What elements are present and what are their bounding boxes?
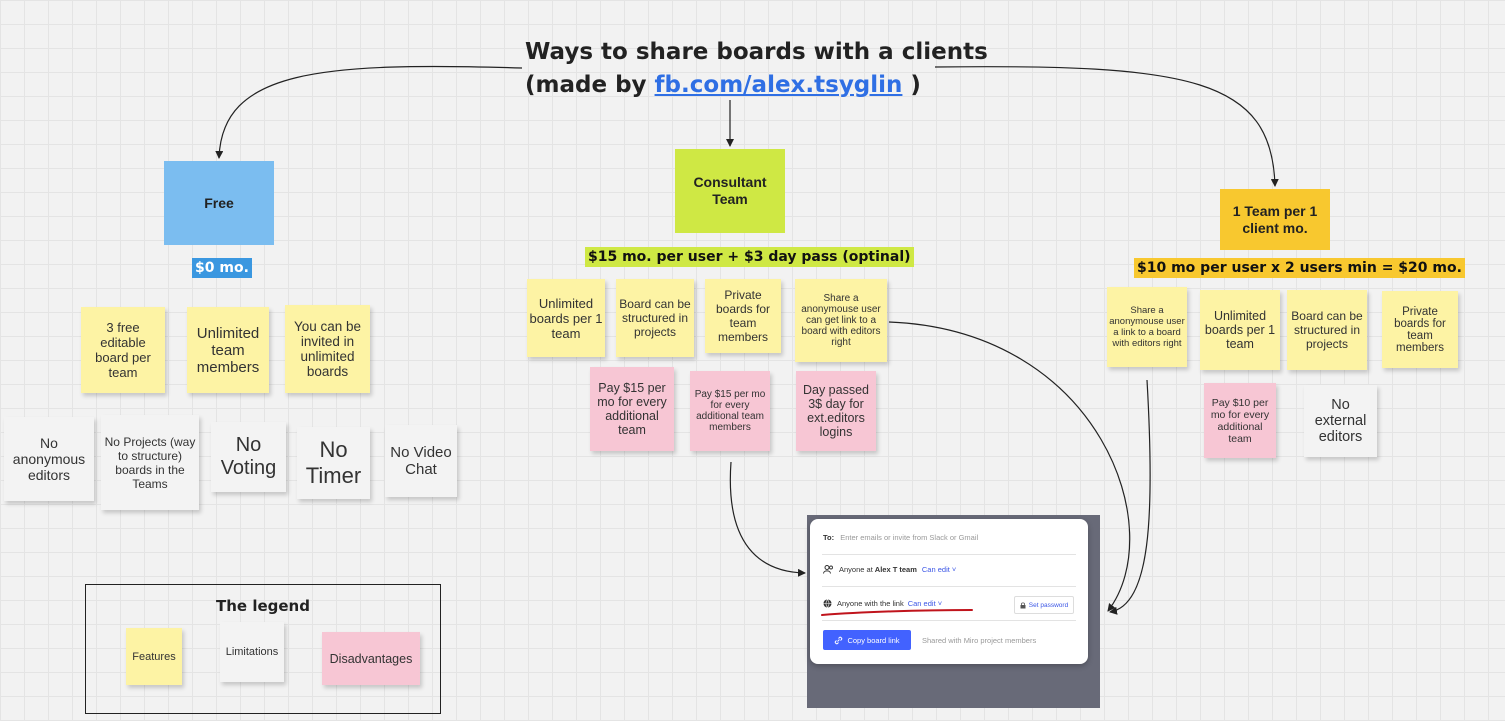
plan-free-box[interactable]: Free (164, 161, 274, 245)
copy-board-link-label: Copy board link (847, 635, 900, 645)
team-feature-sticky[interactable]: Share a anonymouse user a link to a boar… (1107, 287, 1187, 367)
lock-icon (1020, 601, 1026, 608)
copy-board-link-button[interactable]: Copy board link (823, 630, 911, 650)
legend-title: The legend (216, 597, 310, 615)
consultant-disadvantage-sticky[interactable]: Pay $15 per mo for every additional team… (690, 371, 770, 451)
chevron-down-icon: ˅ (937, 599, 943, 608)
title-prefix: (made by (525, 72, 655, 98)
free-limitation-sticky[interactable]: No Projects (way to structure) boards in… (101, 415, 199, 510)
arrow-to-free (215, 65, 523, 159)
team-name: Alex T team (874, 565, 917, 574)
set-password-button[interactable]: Set password (1014, 596, 1074, 614)
title-line-2: (made by fb.com/alex.tsyglin ) (525, 69, 1045, 102)
team-permission-select[interactable]: Can edit ˅ (922, 565, 956, 574)
consultant-feature-sticky[interactable]: Board can be structured in projects (616, 279, 694, 357)
free-limitation-sticky[interactable]: No Video Chat (385, 425, 457, 497)
set-password-label: Set password (1028, 601, 1069, 609)
red-underline-annotation (821, 609, 973, 616)
plan-team-box[interactable]: 1 Team per 1 client mo. (1220, 189, 1330, 250)
legend-disadvantages-sticky: Disadvantages (322, 632, 420, 685)
team-feature-sticky[interactable]: Unlimited boards per 1 team (1200, 290, 1280, 370)
plan-free-name: Free (204, 194, 234, 211)
consultant-feature-sticky[interactable]: Share a anonymouse user can get link to … (795, 279, 887, 362)
free-limitation-sticky[interactable]: No Voting (211, 422, 286, 492)
link-permission-label: Can edit (907, 599, 936, 608)
legend-limitations-sticky: Limitations (220, 622, 284, 682)
chevron-down-icon: ˅ (951, 565, 957, 574)
team-feature-sticky[interactable]: Private boards for team members (1382, 291, 1458, 368)
team-access-row: Anyone at Alex T team Can edit ˅ (823, 565, 1075, 574)
plan-free-price: $0 mo. (192, 258, 252, 278)
divider (822, 586, 1076, 587)
people-icon (823, 565, 833, 574)
consultant-feature-sticky[interactable]: Unlimited boards per 1 team (527, 279, 605, 357)
free-feature-sticky[interactable]: You can be invited in unlimited boards (285, 305, 370, 393)
invite-input[interactable]: Enter emails or invite from Slack or Gma… (840, 533, 979, 542)
plan-team-price: $10 mo per user x 2 users min = $20 mo. (1134, 258, 1465, 278)
divider (822, 620, 1076, 621)
link-permission-select[interactable]: Can edit ˅ (908, 599, 942, 608)
legend-box: The legend Features Limitations Disadvan… (85, 584, 441, 714)
author-link[interactable]: fb.com/alex.tsyglin (654, 72, 903, 98)
globe-icon (823, 599, 832, 608)
plan-team-name: 1 Team per 1 client mo. (1232, 202, 1318, 236)
team-disadvantage-sticky[interactable]: Pay $10 per mo for every additional team (1204, 383, 1276, 458)
plan-consultant-price: $15 mo. per user + $3 day pass (optinal) (585, 247, 914, 267)
plan-consultant-box[interactable]: Consultant Team (675, 149, 785, 233)
link-icon (835, 636, 843, 644)
link-label: Anyone with the link (837, 599, 904, 608)
consultant-disadvantage-sticky[interactable]: Day passed 3$ day for ext.editors logins (796, 371, 876, 451)
free-limitation-sticky[interactable]: No Timer (297, 427, 370, 499)
divider (822, 554, 1076, 555)
invite-row: To: Enter emails or invite from Slack or… (823, 533, 1075, 542)
legend-features-sticky: Features (126, 628, 182, 685)
shared-with-text: Shared with Miro project members (922, 636, 1037, 645)
title-suffix: ) (902, 72, 921, 98)
team-limitation-sticky[interactable]: No external editors (1304, 385, 1377, 457)
arrow-team-share-to-dialog (1109, 379, 1151, 615)
consultant-disadvantage-sticky[interactable]: Pay $15 per mo for every additional team (590, 367, 674, 451)
team-prefix: Anyone at (839, 565, 873, 574)
team-feature-sticky[interactable]: Board can be structured in projects (1287, 290, 1367, 370)
free-feature-sticky[interactable]: Unlimited team members (187, 307, 269, 393)
free-feature-sticky[interactable]: 3 free editable board per team (81, 307, 165, 393)
share-dialog: To: Enter emails or invite from Slack or… (810, 519, 1088, 664)
plan-consultant-name: Consultant Team (693, 174, 767, 207)
link-access-row: Anyone with the link Can edit ˅ (823, 599, 1075, 608)
title-line-1: Ways to share boards with a clients (525, 39, 988, 65)
free-limitation-sticky[interactable]: No anonymous editors (4, 417, 94, 501)
arrow-pay-to-dialog (729, 461, 806, 577)
consultant-feature-sticky[interactable]: Private boards for team members (705, 279, 781, 353)
team-permission-label: Can edit (921, 565, 950, 574)
page-title: Ways to share boards with a clients (mad… (525, 36, 1045, 102)
to-label: To: (823, 533, 835, 542)
